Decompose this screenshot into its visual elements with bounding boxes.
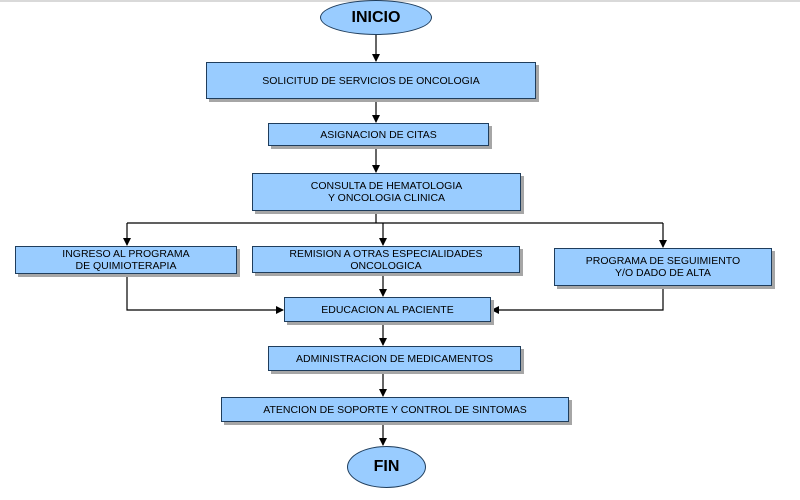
step-solicitud: SOLICITUD DE SERVICIOS DE ONCOLOGIA (206, 62, 536, 99)
step-programa: PROGRAMA DE SEGUIMIENTO Y/O DADO DE ALTA (554, 248, 772, 286)
step-consulta: CONSULTA DE HEMATOLOGIA Y ONCOLOGIA CLIN… (252, 173, 521, 211)
step-ingreso: INGRESO AL PROGRAMA DE QUIMIOTERAPIA (15, 246, 237, 274)
step-educacion: EDUCACION AL PACIENTE (284, 297, 491, 322)
step-remision: REMISION A OTRAS ESPECIALIDADES ONCOLOGI… (252, 246, 520, 273)
end-node: FIN (347, 446, 426, 488)
step-administracion: ADMINISTRACION DE MEDICAMENTOS (268, 346, 521, 371)
step-asignacion: ASIGNACION DE CITAS (268, 123, 489, 146)
start-node: INICIO (320, 0, 432, 35)
arrow-ingreso-educacion (126, 274, 284, 314)
arrow-programa-educacion (491, 286, 664, 314)
step-atencion: ATENCION DE SOPORTE Y CONTROL DE SINTOMA… (221, 397, 569, 422)
